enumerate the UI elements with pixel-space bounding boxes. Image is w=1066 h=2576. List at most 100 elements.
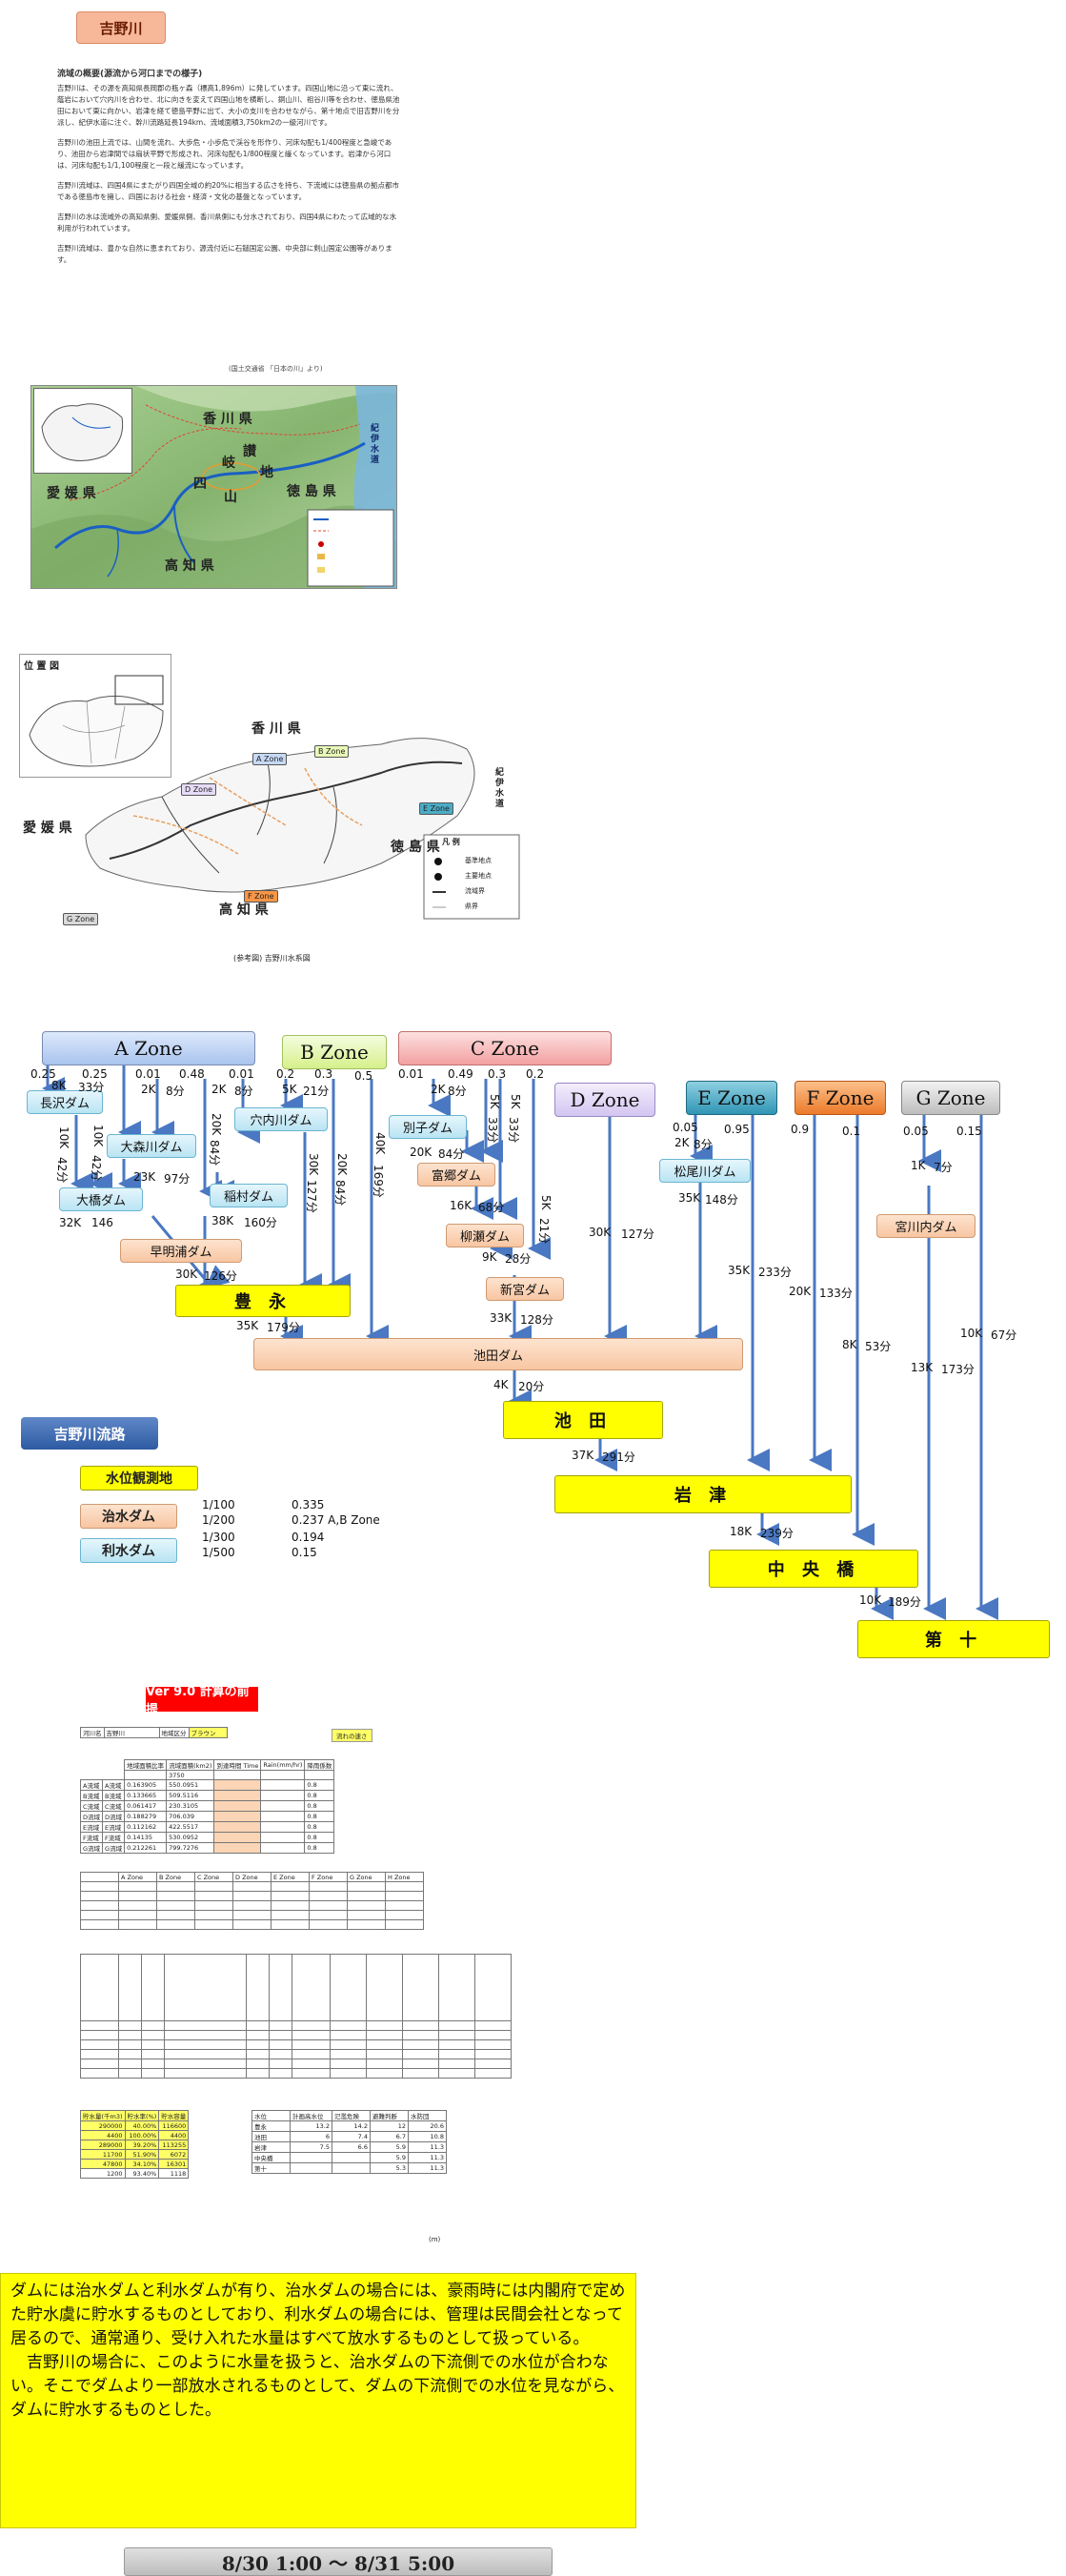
distance-label: 20K <box>789 1285 812 1298</box>
legend-title: 吉野川流路 <box>21 1417 158 1450</box>
distance-label: 30K <box>175 1268 198 1281</box>
time-label: 7分 <box>934 1161 953 1174</box>
coef-label: 0.25 <box>82 1067 108 1081</box>
time-label: 33分 <box>78 1081 105 1094</box>
table-cell: 7.5 <box>290 2141 332 2153</box>
total-cell: 3750 <box>166 1770 215 1780</box>
coef-label: 0.9 <box>791 1123 810 1136</box>
legend-flood-dam: 治水ダム <box>80 1504 177 1529</box>
zone-g-header: G Zone <box>901 1081 1000 1115</box>
speed-tag: 流れの速さ <box>332 1729 372 1742</box>
legend-ratio: 1/300 <box>202 1531 235 1544</box>
distance-label: 10K <box>57 1126 70 1149</box>
col-header: C Zone <box>194 1872 233 1882</box>
table-cell <box>260 1832 306 1843</box>
table-cell: C流域 <box>79 1800 104 1812</box>
coef-label: 0.25 <box>30 1067 56 1081</box>
map-legend-item: 県界 <box>465 903 478 910</box>
table-cell: 47800 <box>80 2159 126 2169</box>
col-header: 貯水容量 <box>158 2110 190 2121</box>
table-cell: 51.90% <box>124 2149 160 2160</box>
relief-map: 香 川 県 愛 媛 県 高 知 県 徳 島 県 讃 四 岐 地 山 紀伊水道 <box>30 385 397 589</box>
map-label: 徳 島 県 <box>391 840 440 855</box>
cell: 河川名 <box>80 1727 105 1738</box>
zone-map-graphic <box>85 738 520 920</box>
dam-sameura: 早明浦ダム <box>120 1239 242 1263</box>
zone-area-table: 地域面積比率 流域面積(km2) 到達時間 Time Rain(mm/hr) 降… <box>79 1759 335 1854</box>
time-label: 28分 <box>505 1252 532 1266</box>
table-cell: 799.7276 <box>166 1842 215 1854</box>
coef-label: 0.5 <box>354 1069 373 1083</box>
table-cell <box>260 1779 306 1791</box>
dam-matsuogawa: 松尾川ダム <box>659 1159 751 1183</box>
col-header: 避難判断 <box>370 2110 409 2121</box>
col-header: 氾濫危険 <box>332 2110 371 2121</box>
distance-label: 2K <box>431 1083 446 1096</box>
table-cell: 豊永 <box>251 2120 291 2132</box>
coef-label: 0.01 <box>229 1067 254 1081</box>
time-label: 126分 <box>204 1269 237 1283</box>
time-label: 127分 <box>621 1227 654 1241</box>
map-legend-title: 凡 例 <box>442 838 460 846</box>
table-cell: 5.3 <box>370 2162 409 2174</box>
distance-label: 2K <box>141 1083 156 1096</box>
time-label: 233分 <box>758 1266 792 1279</box>
table-cell: C流域 <box>102 1800 126 1812</box>
dam-omori: 大森川ダム <box>107 1134 196 1158</box>
map-label: 愛 媛 県 <box>23 821 72 836</box>
table-cell: B流域 <box>79 1790 104 1801</box>
legend-value: 0.237 A,B Zone <box>292 1513 380 1527</box>
table-cell: 0.8 <box>304 1842 335 1854</box>
distance-label: 20K <box>410 1146 432 1159</box>
distance-label: 35K <box>728 1264 751 1277</box>
table-cell: 1118 <box>158 2168 190 2179</box>
col-header: 地域面積比率 <box>124 1759 168 1771</box>
map-label: 讃 <box>243 444 256 459</box>
table-cell <box>290 2152 332 2163</box>
page-title: 吉野川 <box>76 11 166 44</box>
table-cell: B流域 <box>102 1790 126 1801</box>
table-cell: D流域 <box>79 1811 104 1822</box>
table-cell <box>213 1811 262 1822</box>
distance-label: 10K <box>960 1327 983 1340</box>
table-cell: 12 <box>370 2120 409 2132</box>
zone-e-header: E Zone <box>686 1081 777 1115</box>
table-cell: 中央橋 <box>251 2152 291 2163</box>
table-cell <box>260 1790 306 1801</box>
dam-tomisato: 富郷ダム <box>417 1163 495 1187</box>
distance-label: 35K <box>236 1319 259 1332</box>
coef-label: 0.2 <box>526 1067 545 1081</box>
map-label: 山 <box>224 490 237 505</box>
table-cell: E流域 <box>102 1821 126 1833</box>
map-legend-item: 流域界 <box>465 887 485 895</box>
distance-label: 16K <box>450 1199 473 1212</box>
map-label: 紀伊水道 <box>495 768 505 809</box>
time-label: 21分 <box>537 1218 551 1245</box>
table-cell: A流域 <box>102 1779 126 1791</box>
map-label: 香 川 県 <box>251 721 301 737</box>
table-cell: F流域 <box>79 1832 104 1843</box>
coef-label: 0.15 <box>956 1125 982 1138</box>
date-range: 8/30 1:00 ～ 8/31 5:00 <box>124 2547 553 2576</box>
col-header: G Zone <box>347 1872 386 1882</box>
table-cell: 11.3 <box>408 2152 447 2163</box>
table-cell: 0.061417 <box>124 1800 168 1812</box>
station-iwazu: 岩 津 <box>554 1475 852 1513</box>
table-cell: 290000 <box>80 2120 126 2131</box>
relief-map-graphic <box>31 386 396 588</box>
table-cell: 0.8 <box>304 1821 335 1833</box>
time-label: 8分 <box>234 1085 253 1098</box>
coef-label: 0.05 <box>903 1125 929 1138</box>
zone-param-table: A Zone B Zone C Zone D Zone E Zone F Zon… <box>80 1872 424 1930</box>
table-cell: 0.8 <box>304 1790 335 1801</box>
col-header: B Zone <box>156 1872 195 1882</box>
distance-label: 33K <box>490 1311 513 1325</box>
table-cell: 6.6 <box>332 2141 371 2153</box>
paragraph: 吉野川の池田上流では、山間を流れ、大歩危・小歩危で渓谷を形作り、河床勾配も1/4… <box>57 138 392 170</box>
distance-label: 4K <box>493 1378 509 1391</box>
